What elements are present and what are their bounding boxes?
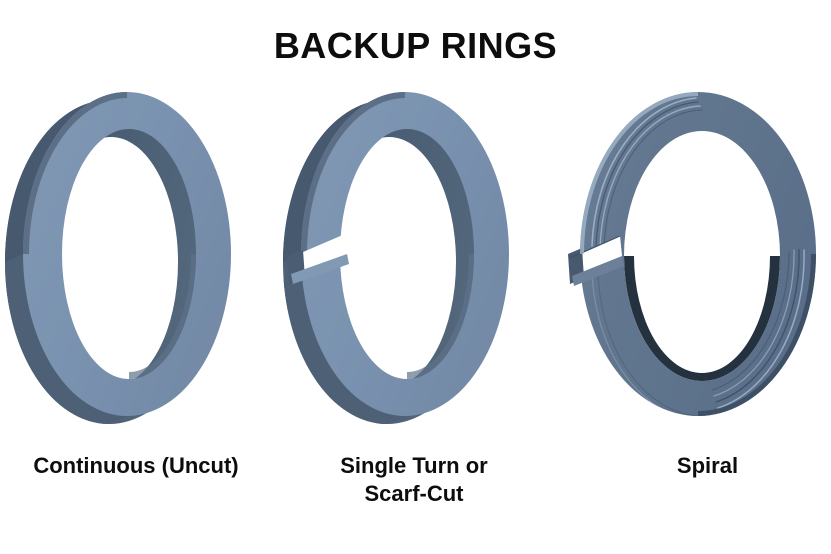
ring-bore-shade xyxy=(129,254,196,379)
spiral-end-edge-line xyxy=(569,235,621,259)
scarf-cut-ring-figure xyxy=(283,78,523,444)
caption-scarf-cut: Single Turn or Scarf-Cut xyxy=(285,452,543,508)
spiral-helical-lines xyxy=(591,97,805,416)
caption-continuous-line1: Continuous (Uncut) xyxy=(33,453,239,478)
caption-scarf-line1: Single Turn or xyxy=(340,453,488,478)
spiral-end-lip xyxy=(572,256,624,286)
caption-row: Continuous (Uncut) Single Turn or Scarf-… xyxy=(0,452,831,532)
caption-spiral: Spiral xyxy=(585,452,830,480)
caption-spiral-line1: Spiral xyxy=(676,453,739,478)
scarf-cut-lower-lip xyxy=(291,254,349,284)
ring-bore-shade xyxy=(407,254,474,379)
spiral-ring-figure xyxy=(568,78,824,444)
figure-row xyxy=(0,78,831,444)
continuous-ring-figure xyxy=(5,78,245,444)
caption-continuous: Continuous (Uncut) xyxy=(0,452,272,480)
ring-front-face xyxy=(5,78,245,444)
caption-scarf-line2: Scarf-Cut xyxy=(364,481,464,507)
page-title: BACKUP RINGS xyxy=(273,25,558,66)
